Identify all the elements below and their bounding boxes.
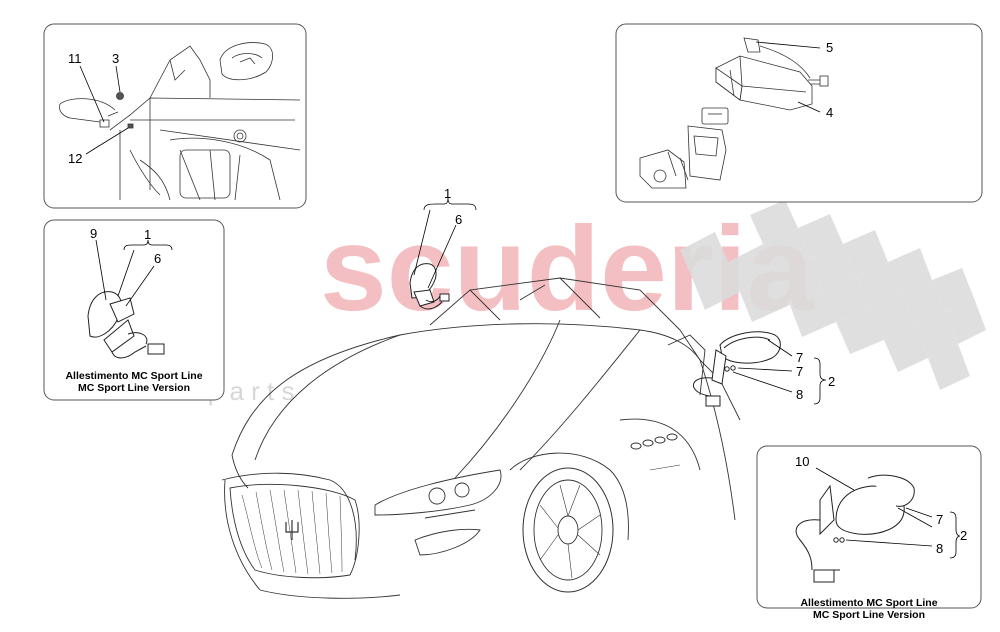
callout-6-mc: 6 [154, 251, 161, 266]
main-callouts: 1 6 7 7 8 2 [444, 186, 835, 402]
callout-8-main: 8 [796, 387, 803, 402]
callout-7b-main: 7 [796, 364, 803, 379]
mc-sport-right-caption-line1: Allestimento MC Sport Line [800, 597, 938, 609]
callout-5: 5 [826, 40, 833, 55]
mc-sport-left-caption-line2: MC Sport Line Version [77, 382, 190, 394]
callout-4: 4 [826, 105, 833, 120]
mc-sport-left-mirror [87, 291, 165, 359]
callout-7-main: 7 [796, 350, 803, 365]
callout-12: 12 [68, 151, 82, 166]
callout-1-main: 1 [444, 186, 451, 201]
callout-2-main: 2 [828, 374, 835, 389]
mirror-internals-leaders [755, 41, 821, 113]
door-detail-panel [43, 23, 307, 209]
callout-7-mc: 7 [936, 512, 943, 527]
left-mirror-assembly [409, 263, 450, 310]
callout-11: 11 [68, 51, 82, 66]
right-mirror-assembly [693, 331, 781, 407]
mc-sport-right-callouts: 10 7 8 2 [795, 454, 967, 556]
mc-sport-left-callouts: 1 9 6 [90, 226, 161, 266]
mc-sport-left-panel [43, 219, 225, 401]
callout-3: 3 [112, 51, 119, 66]
door-panel-leaders [79, 65, 129, 155]
callout-8-mc: 8 [936, 541, 943, 556]
mc-sport-right-caption-line2: MC Sport Line Version [812, 609, 925, 621]
checkered-flag-watermark [680, 200, 986, 390]
watermark: scuderia c a r p a r t s [150, 200, 986, 406]
callout-10: 10 [795, 454, 809, 469]
car-body-drawing [221, 277, 741, 599]
mirror-internals-drawing [639, 37, 829, 189]
mc-sport-right-leaders [815, 467, 961, 559]
callout-2-mc: 2 [960, 528, 967, 543]
mc-sport-right-mirror [795, 474, 915, 583]
side-vents [630, 433, 678, 450]
callout-6-main: 6 [455, 212, 462, 227]
mc-sport-left-leaders [95, 239, 173, 307]
callout-9: 9 [90, 226, 97, 241]
main-leader-lines [413, 197, 827, 405]
mc-sport-left-caption-line1: Allestimento MC Sport Line [65, 370, 203, 382]
mirror-internals-callouts: 5 4 [826, 40, 833, 120]
door-interior-drawing [59, 42, 301, 201]
mc-sport-right-caption: Allestimento MC Sport Line MC Sport Line… [769, 597, 969, 621]
callout-1-mc: 1 [144, 227, 151, 242]
mc-sport-left-caption: Allestimento MC Sport Line MC Sport Line… [39, 370, 229, 394]
door-panel-callouts: 11 3 12 [68, 51, 119, 166]
